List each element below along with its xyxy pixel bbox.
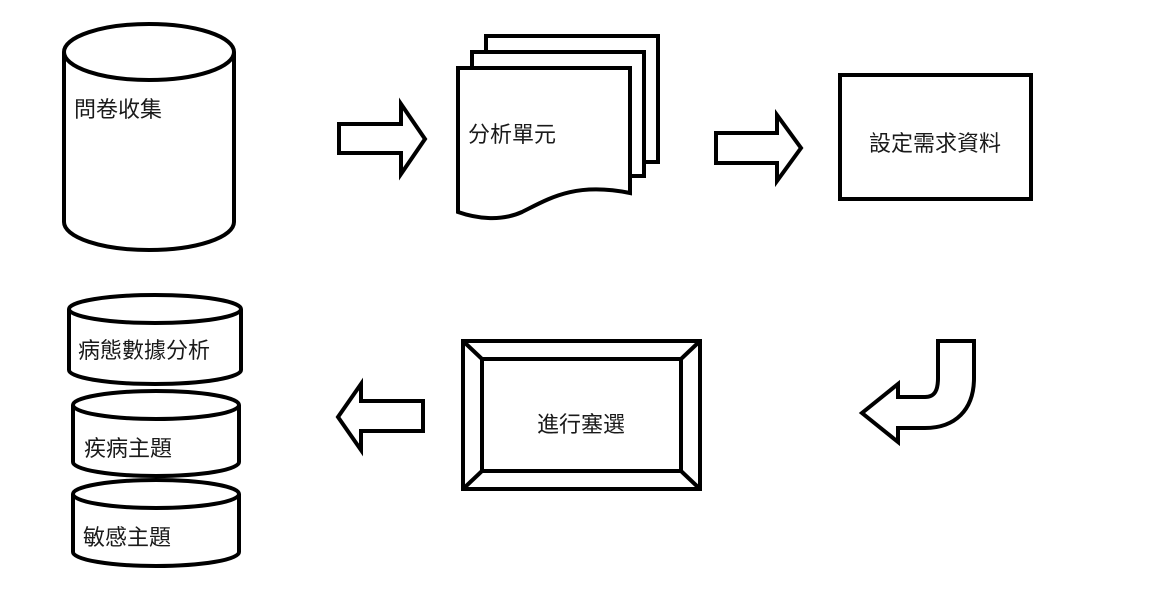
questionnaire-database-node: 問卷收集: [62, 22, 236, 252]
disease-topic-label: 疾病主題: [84, 437, 172, 462]
disease-topic-database-node: 疾病主題: [71, 389, 241, 478]
set-requirements-label: 設定需求資料: [869, 132, 1001, 157]
analysis-unit-label: 分析單元: [468, 123, 556, 148]
set-requirements-process-node: 設定需求資料: [838, 73, 1033, 201]
questionnaire-label: 問卷收集: [74, 98, 162, 123]
sensitive-topic-label: 敏感主題: [83, 526, 171, 551]
pathology-analysis-database-node: 病態數據分析: [67, 293, 243, 386]
arrow-right-1: [337, 97, 428, 181]
curved-arrow-down-left: [858, 339, 976, 447]
screening-label: 進行塞選: [537, 413, 625, 438]
arrow-right-2: [714, 108, 804, 188]
screening-frame-node: 進行塞選: [461, 339, 702, 491]
pathology-analysis-label: 病態數據分析: [78, 339, 210, 364]
arrow-left: [335, 377, 425, 457]
sensitive-topic-database-node: 敏感主題: [71, 478, 241, 568]
analysis-unit-document-node: 分析單元: [456, 34, 660, 221]
